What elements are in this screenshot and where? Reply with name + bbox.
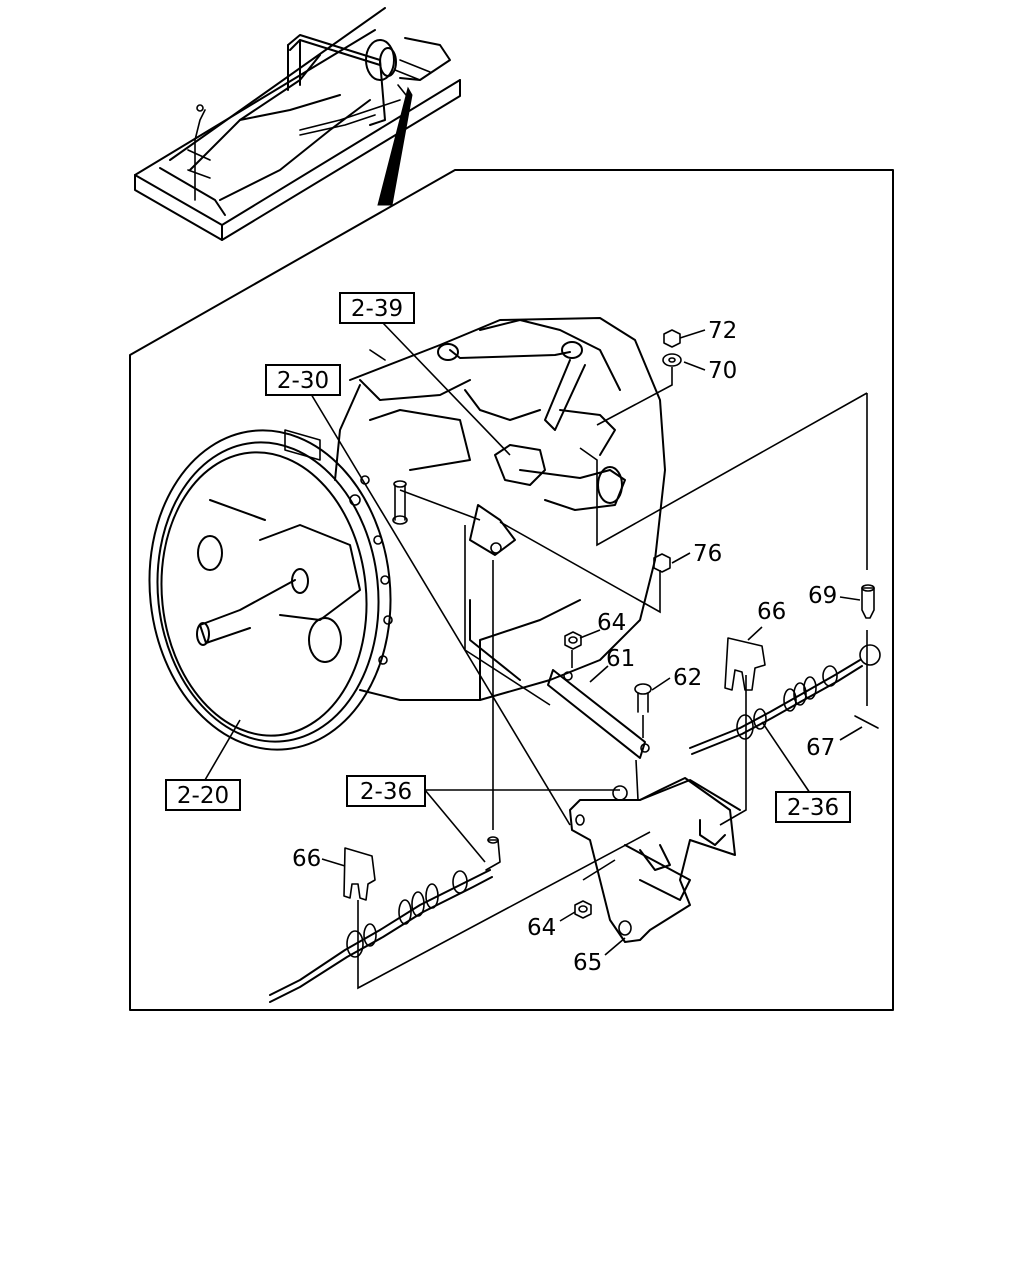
part-number-69: 69 (808, 583, 837, 609)
transmission-assembly (148, 317, 666, 751)
svg-text:2-36: 2-36 (360, 779, 412, 805)
part-number-66-right: 66 (757, 599, 786, 625)
ref-label-2-36-left: 2-36 (346, 775, 426, 807)
ref-label-2-20: 2-20 (165, 779, 241, 811)
cable-assemblies (269, 584, 881, 1003)
chassis-inset-drawing (134, 7, 461, 241)
part-number-61: 61 (606, 646, 635, 672)
part-number-67: 67 (806, 735, 835, 761)
ref-label-2-36-right: 2-36 (775, 791, 851, 823)
part-number-72: 72 (708, 318, 737, 344)
svg-text:2-36: 2-36 (787, 795, 839, 821)
callout-leaders (204, 321, 863, 956)
part-number-64-lower: 64 (527, 915, 556, 941)
svg-text:2-20: 2-20 (177, 783, 229, 809)
part-number-65: 65 (573, 950, 602, 976)
part-number-66-left: 66 (292, 846, 321, 872)
svg-text:2-39: 2-39 (351, 296, 403, 322)
detail-frame (129, 169, 894, 1011)
svg-text:2-30: 2-30 (277, 368, 329, 394)
part-number-76: 76 (693, 541, 722, 567)
ref-label-2-39: 2-39 (339, 292, 415, 324)
part-number-70: 70 (708, 358, 737, 384)
ref-label-2-30: 2-30 (265, 364, 341, 396)
bracket-assembly (343, 329, 766, 943)
part-number-64-upper: 64 (597, 610, 626, 636)
assembly-leader-lines (357, 367, 868, 990)
part-number-62: 62 (673, 665, 702, 691)
